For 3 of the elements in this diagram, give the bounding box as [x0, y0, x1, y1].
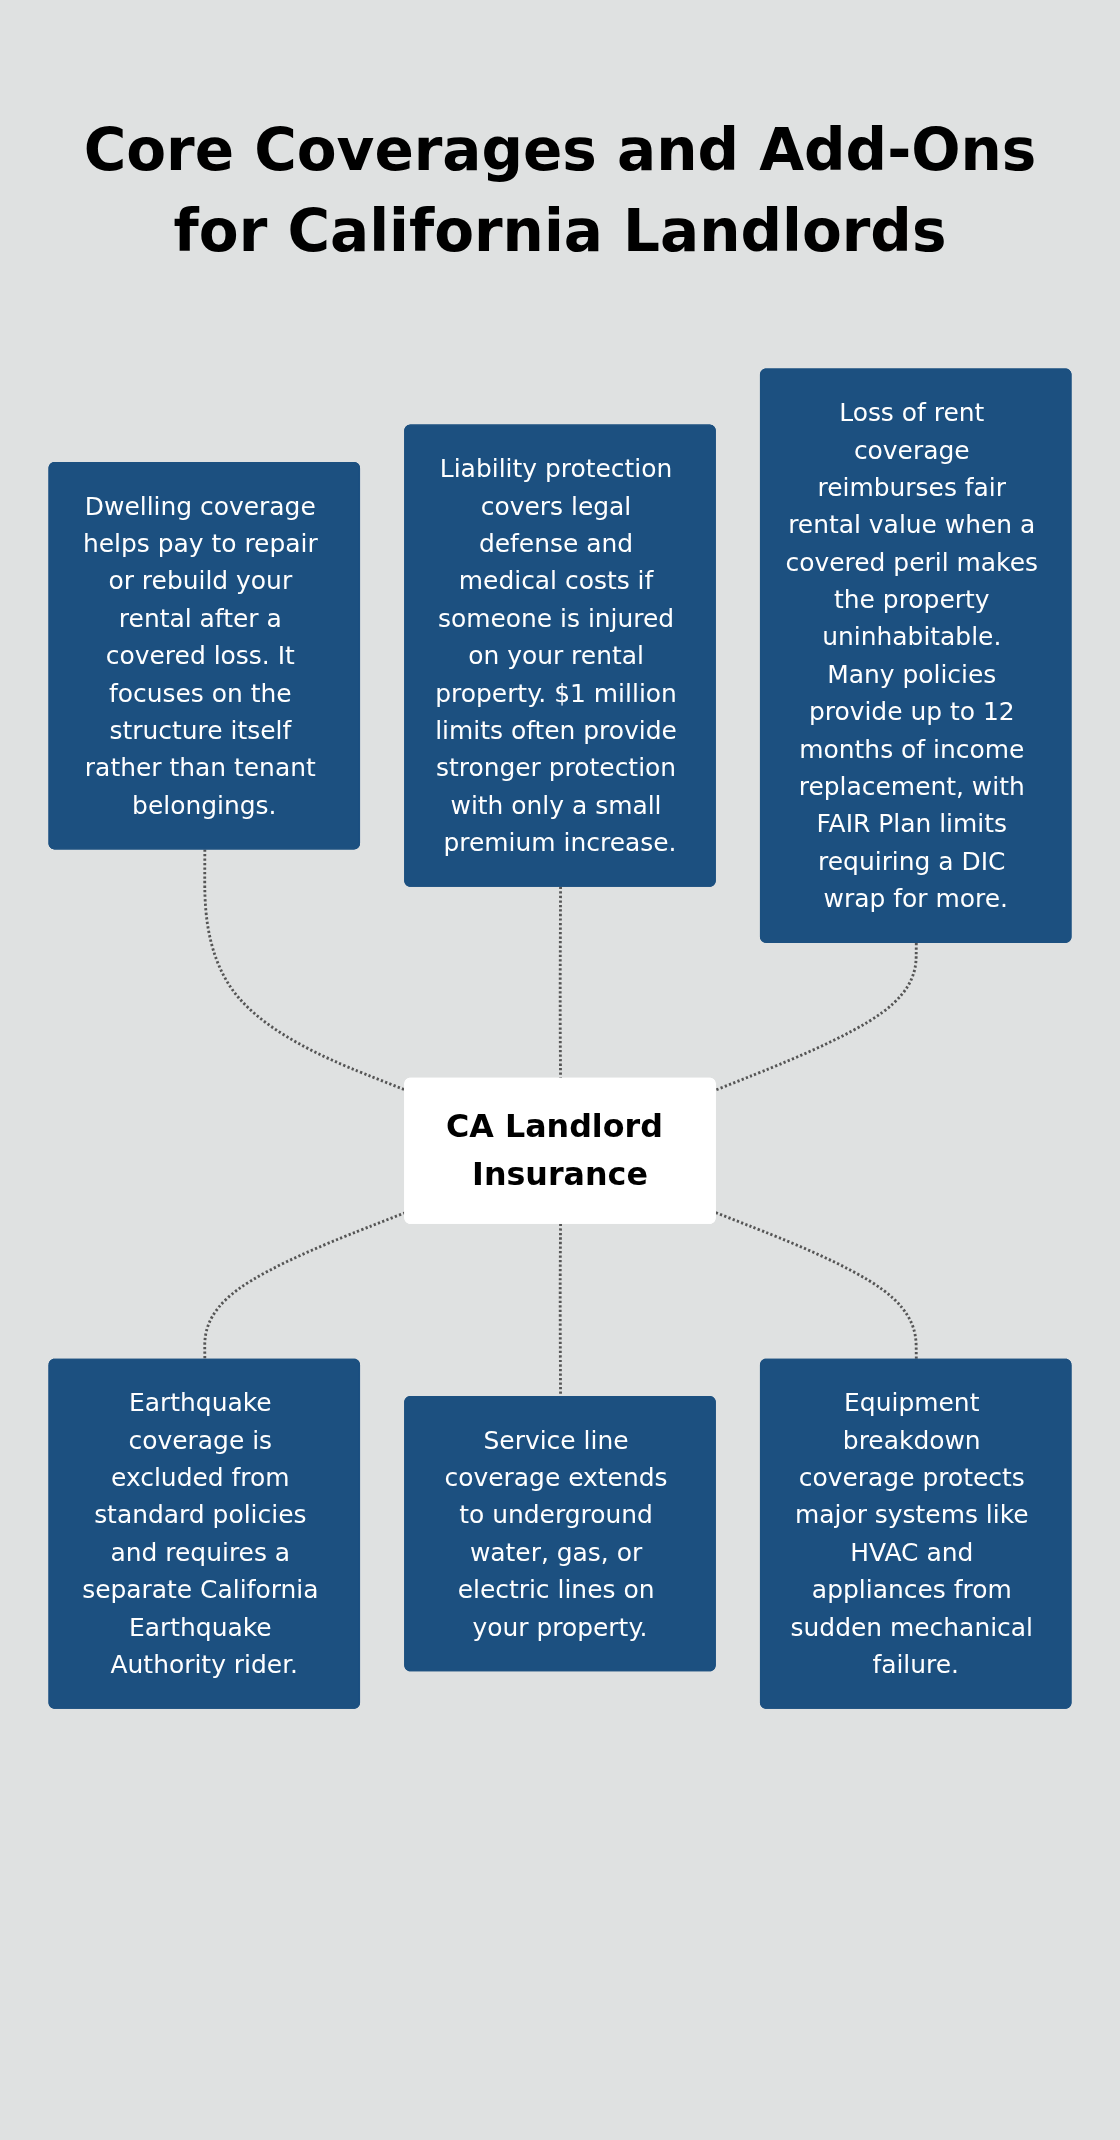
title: Core Coverages and Add-Ons for California Landlords — [82, 115, 1038, 268]
connector — [715, 942, 918, 1092]
connector — [715, 1211, 918, 1360]
